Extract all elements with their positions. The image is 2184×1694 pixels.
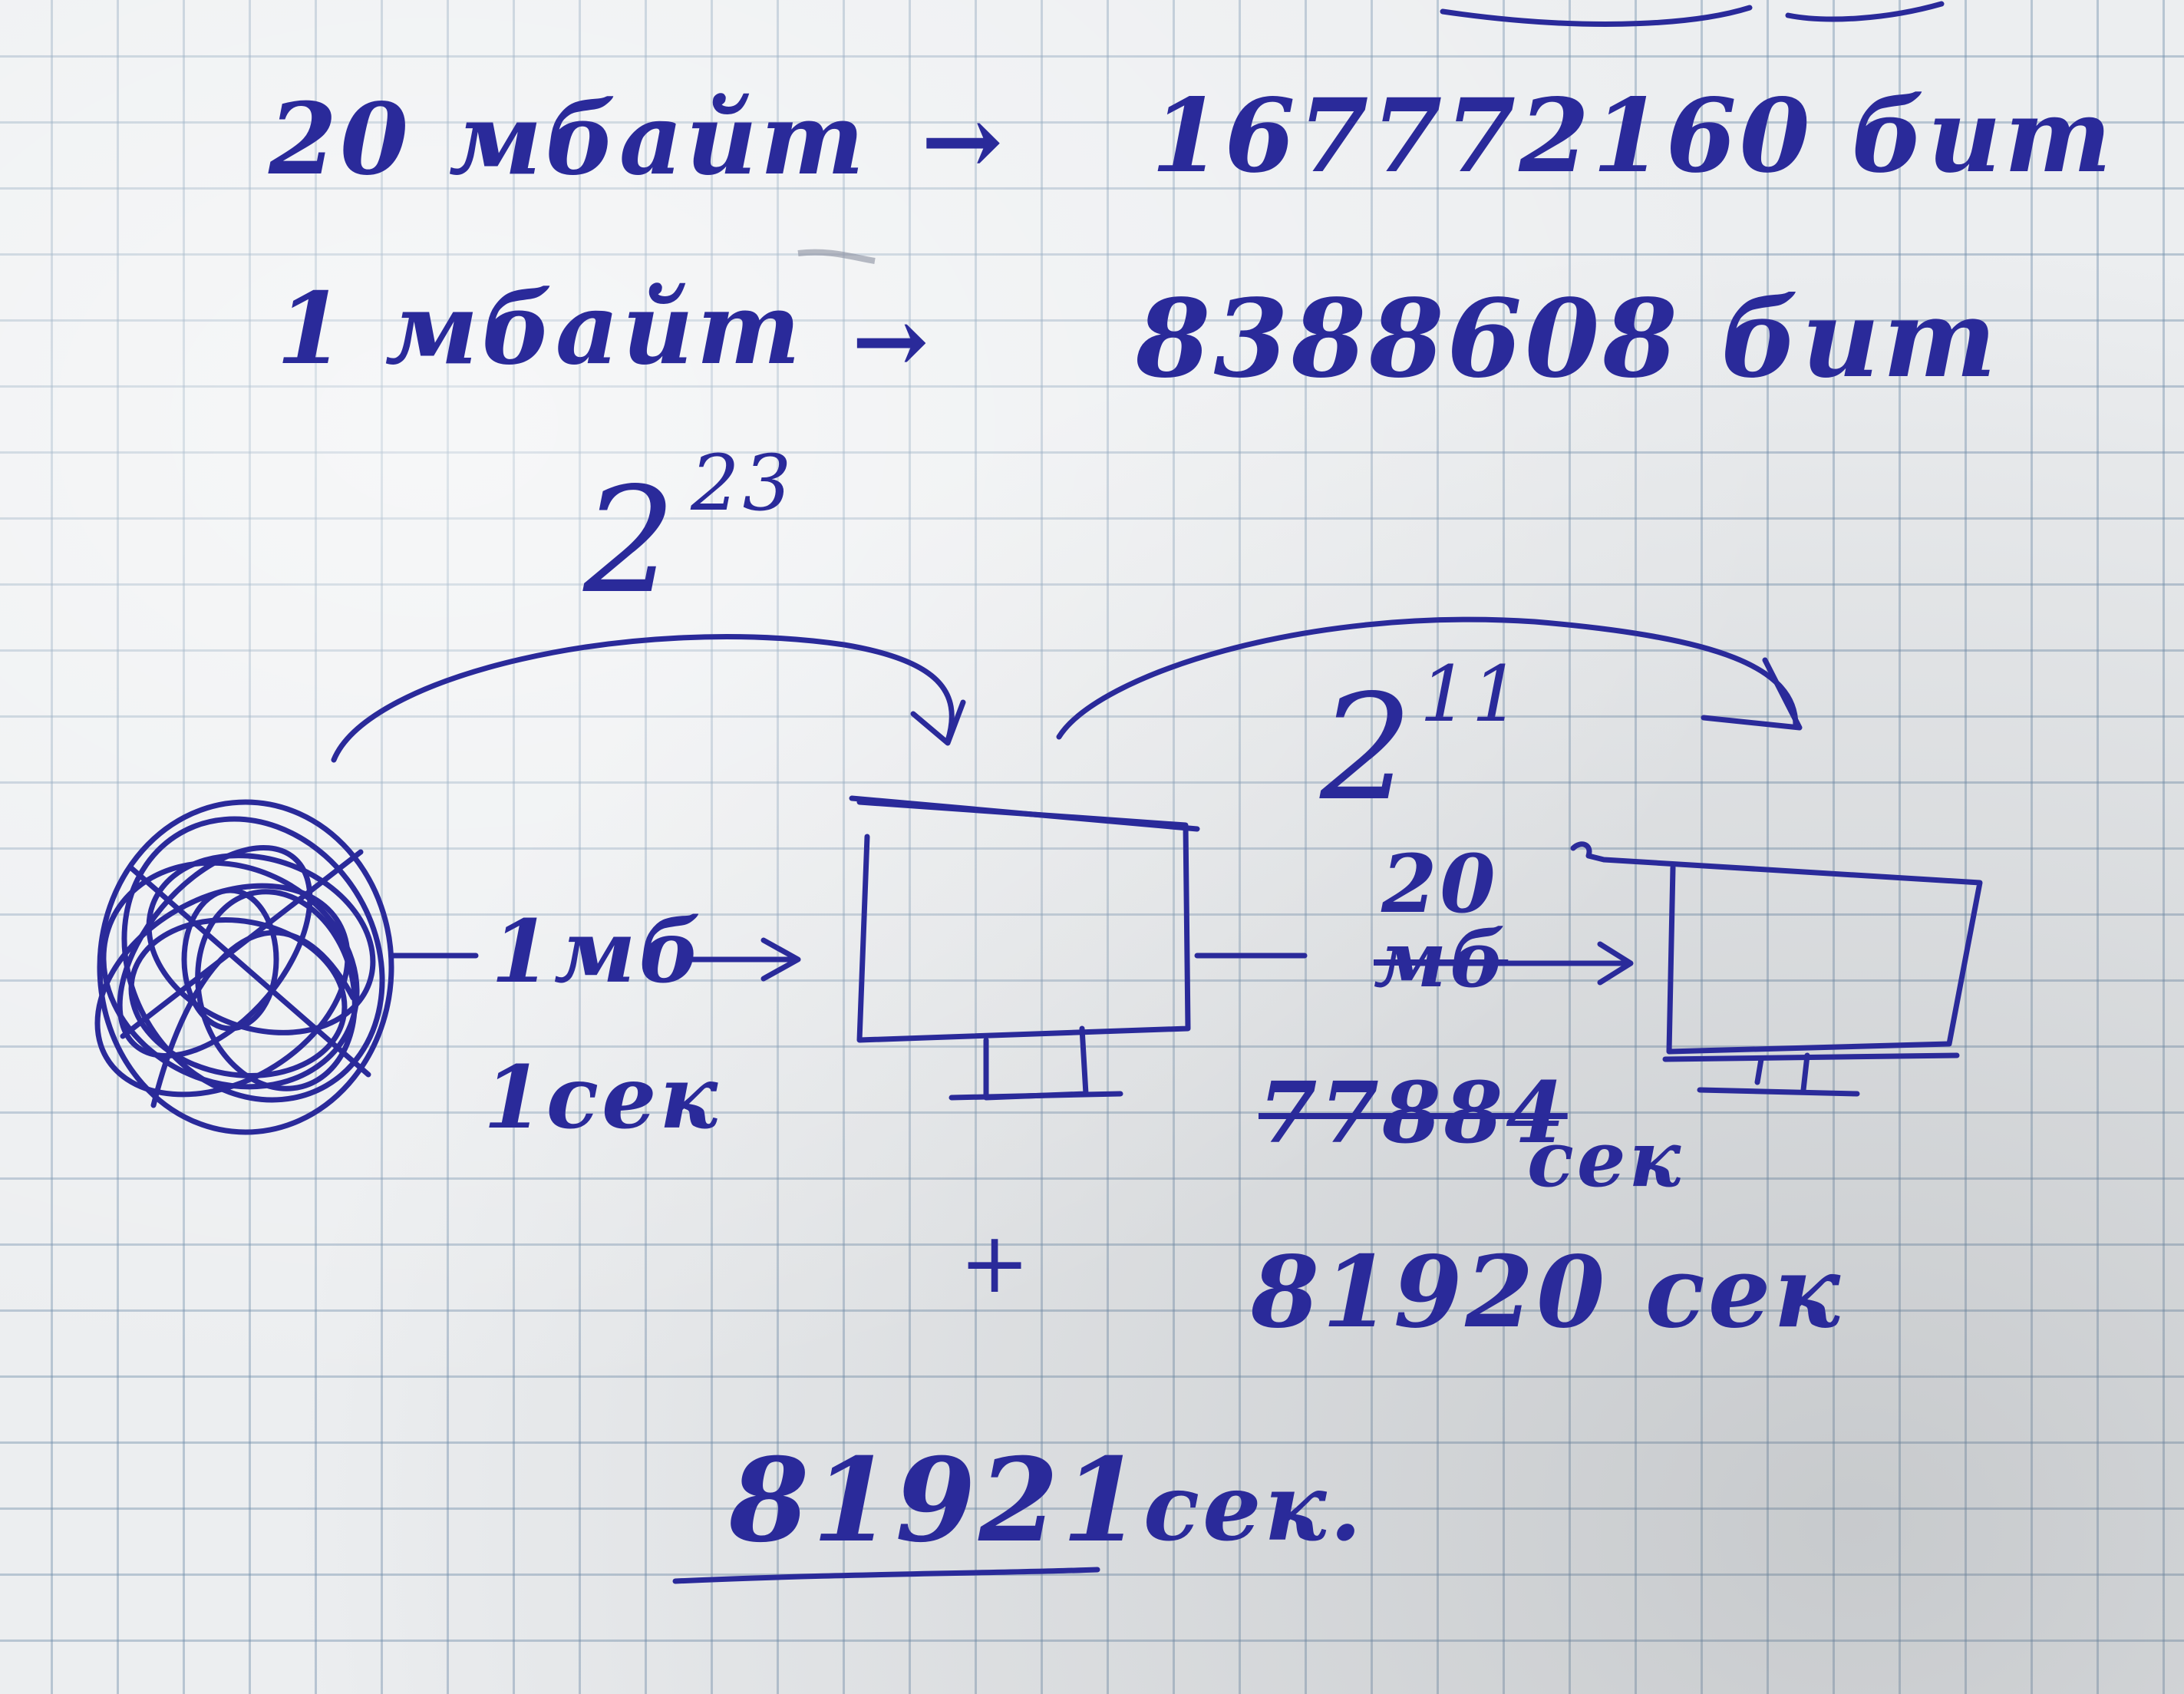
line1-arrow: →	[921, 84, 1007, 199]
total-unit: сек.	[1143, 1454, 1365, 1562]
right-time-unit: сек	[1527, 1114, 1684, 1204]
arrow-right-link	[1417, 941, 1634, 986]
power-right-exponent: 11	[1420, 649, 1524, 739]
right-link-size-struck: мб	[1374, 914, 1509, 1005]
curved-arrow-right-head	[1701, 657, 1803, 731]
left-link-size: 1мб	[491, 902, 704, 1002]
line1-right-text: 167772160 бит	[1151, 77, 2115, 196]
curved-arrow-right	[1056, 616, 1799, 740]
cut-off-word	[1785, 1, 1945, 22]
cut-off-underline	[1440, 5, 1753, 27]
scribble-ball-icon	[94, 799, 394, 1135]
monitor-icon	[1570, 841, 1983, 1097]
line2-right-text: 8388608 бит	[1136, 276, 2000, 402]
power-right-base: 2	[1320, 663, 1416, 833]
curved-arrow-left-head	[910, 699, 966, 746]
arrow-left-link	[680, 937, 801, 982]
right-link-size-top: 20	[1381, 837, 1499, 931]
line2-arrow: →	[852, 287, 932, 395]
left-link-time: 1сек	[483, 1048, 721, 1148]
total-underline	[672, 1567, 1100, 1584]
curved-arrow-left	[331, 634, 955, 763]
total-value: 81921	[729, 1433, 1145, 1568]
line2-left-text: 1 мбайт	[276, 272, 804, 387]
line1-left-text: 20 мбайт	[269, 82, 868, 197]
monitor-icon	[849, 795, 1200, 1101]
right-time-value: 81920 сек	[1251, 1235, 1843, 1350]
plus-sign: +	[959, 1214, 1034, 1312]
right-time-struck: 77884	[1259, 1063, 1568, 1162]
power-left-exponent: 23	[691, 438, 795, 528]
power-left-base: 2	[583, 456, 679, 626]
